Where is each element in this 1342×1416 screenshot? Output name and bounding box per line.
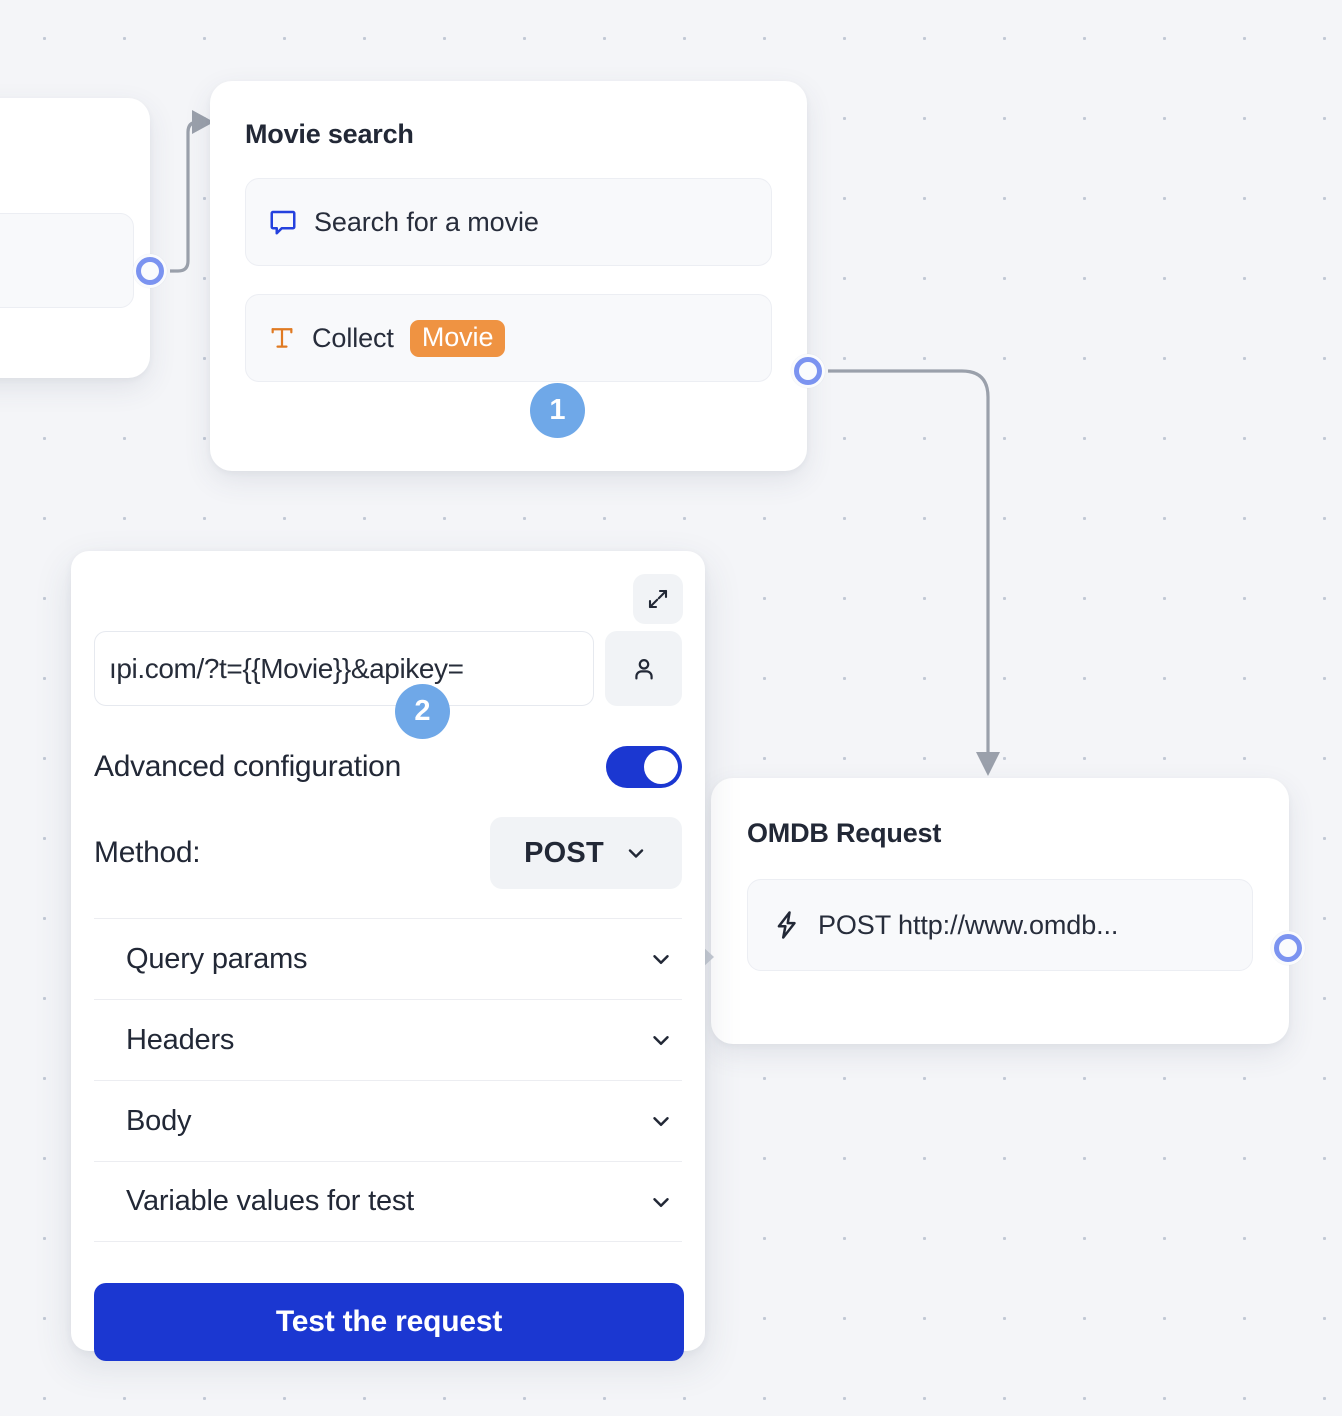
step-badge-1: 1 bbox=[530, 383, 585, 438]
node-movie-search[interactable]: Movie search Search for a movie Collect bbox=[210, 81, 807, 471]
edge-movie-to-omdb bbox=[828, 369, 990, 752]
connector-port-movie-search-output[interactable] bbox=[791, 354, 825, 388]
node-row-post-request[interactable]: POST http://www.omdb... bbox=[747, 879, 1253, 971]
request-url-row: ıpi.com/?t={{Movie}}&apikey= bbox=[71, 631, 705, 706]
chevron-down-icon bbox=[648, 1189, 674, 1215]
toggle-knob bbox=[644, 750, 678, 784]
message-bubble-icon bbox=[268, 207, 298, 237]
chevron-down-icon bbox=[648, 946, 674, 972]
node-row-collect-movie[interactable]: Collect Movie bbox=[245, 294, 772, 382]
edge-left-to-movie bbox=[170, 120, 199, 273]
section-headers[interactable]: Headers bbox=[94, 999, 682, 1080]
method-select[interactable]: POST bbox=[490, 817, 682, 889]
request-url-input[interactable]: ıpi.com/?t={{Movie}}&apikey= bbox=[94, 631, 594, 706]
node-row-label: Collect bbox=[312, 322, 394, 353]
panel-toolbar bbox=[71, 551, 705, 631]
section-label: Query params bbox=[126, 942, 308, 975]
advanced-configuration-label: Advanced configuration bbox=[94, 750, 401, 783]
advanced-configuration-toggle[interactable] bbox=[606, 746, 682, 788]
variable-pill-movie[interactable]: Movie bbox=[409, 319, 506, 357]
node-row-label: Search for a movie bbox=[314, 206, 539, 237]
section-variable-values-for-test[interactable]: Variable values for test bbox=[94, 1161, 682, 1242]
chevron-down-icon bbox=[624, 841, 648, 865]
person-icon[interactable] bbox=[605, 631, 682, 706]
method-selected-value: POST bbox=[524, 836, 604, 869]
edge-arrowhead-omdb bbox=[976, 752, 1000, 776]
node-movie-search-title: Movie search bbox=[245, 119, 414, 149]
expand-diagonal-icon[interactable] bbox=[633, 574, 683, 624]
text-field-icon bbox=[268, 324, 296, 352]
connector-input-nub-icon bbox=[702, 946, 714, 968]
section-label: Body bbox=[126, 1104, 192, 1137]
lightning-bolt-icon bbox=[772, 910, 802, 940]
method-label: Method: bbox=[94, 836, 201, 869]
section-body[interactable]: Body bbox=[94, 1080, 682, 1161]
section-label: Headers bbox=[126, 1023, 235, 1056]
chevron-down-icon bbox=[648, 1027, 674, 1053]
advanced-configuration-row: Advanced configuration bbox=[71, 706, 705, 788]
node-previous-row-placeholder bbox=[0, 213, 134, 308]
request-configuration-panel[interactable]: ıpi.com/?t={{Movie}}&apikey= Advanced co… bbox=[71, 551, 705, 1351]
test-the-request-button[interactable]: Test the request bbox=[94, 1283, 684, 1361]
section-query-params[interactable]: Query params bbox=[94, 918, 682, 999]
node-row-label: POST http://www.omdb... bbox=[818, 909, 1119, 940]
node-omdb-request-title: OMDB Request bbox=[747, 818, 942, 848]
step-badge-2: 2 bbox=[395, 684, 450, 739]
connector-port-omdb-request-output[interactable] bbox=[1271, 931, 1305, 965]
node-omdb-request[interactable]: OMDB Request POST http://www.omdb... bbox=[702, 778, 1289, 1044]
configuration-sections: Query params Headers Body bbox=[94, 918, 682, 1242]
method-row: Method: POST bbox=[71, 788, 705, 889]
chevron-down-icon bbox=[648, 1108, 674, 1134]
section-label: Variable values for test bbox=[126, 1185, 415, 1217]
node-previous-partial[interactable] bbox=[0, 98, 150, 378]
connector-port-previous-output[interactable] bbox=[133, 254, 167, 288]
node-row-search-for-a-movie[interactable]: Search for a movie bbox=[245, 178, 772, 266]
